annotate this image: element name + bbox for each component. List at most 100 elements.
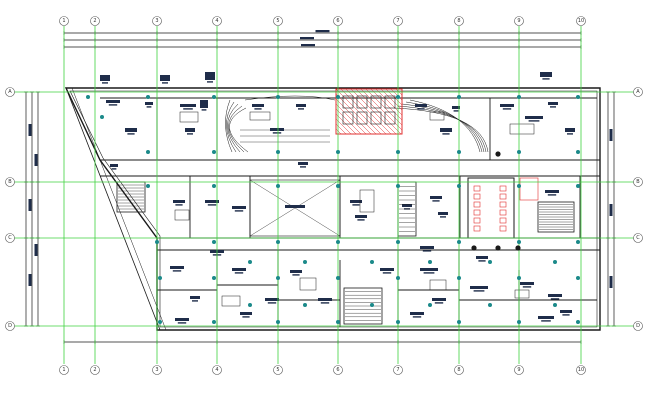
grid-bubble-left-A-label: A — [8, 89, 12, 95]
furniture — [221, 295, 241, 307]
room-label-sub — [550, 298, 560, 300]
column-marker — [517, 95, 521, 99]
column-marker — [428, 303, 432, 307]
room-label — [232, 206, 246, 209]
grid-bubble-left-B: B — [5, 177, 15, 187]
wc-fixture — [519, 177, 539, 201]
column-marker — [100, 115, 104, 119]
column-marker — [517, 184, 521, 188]
column-marker — [212, 150, 216, 154]
hatch-line — [370, 88, 403, 121]
grid-bubble-bottom-7-circle — [393, 365, 403, 375]
wc-fixture — [499, 185, 507, 192]
column-marker — [576, 240, 580, 244]
grid-bubble-bottom-10-label: 10 — [578, 367, 584, 373]
atrium-void — [249, 179, 341, 237]
column-marker — [517, 150, 521, 154]
column-marker — [276, 95, 280, 99]
dimension-text — [609, 276, 613, 288]
room-label — [240, 312, 252, 315]
hatched-area — [335, 88, 403, 135]
room-label — [170, 266, 184, 269]
column-marker — [517, 240, 521, 244]
column-marker — [457, 150, 461, 154]
column-marker — [303, 303, 307, 307]
room-label — [252, 104, 264, 107]
wc-fixture — [499, 209, 507, 216]
room-label — [432, 298, 446, 301]
seating-arc — [226, 101, 237, 153]
grid-bubble-bottom-5-circle — [273, 365, 283, 375]
wc-fixture — [473, 209, 481, 216]
grid-bubble-right-B-label: B — [636, 179, 640, 185]
room-label-sub — [382, 272, 392, 274]
room-label-sub — [528, 120, 540, 122]
room-label — [452, 106, 460, 109]
hatch-fixture — [342, 111, 354, 125]
grid-lines — [14, 26, 634, 364]
grid-bubble-right-A-label: A — [636, 89, 640, 95]
column-marker — [212, 184, 216, 188]
room-label — [298, 162, 308, 165]
furniture — [179, 111, 199, 123]
grid-bubble-right-C-label: C — [636, 235, 640, 241]
grid-bubble-left-B-circle — [5, 177, 15, 187]
column-marker — [248, 260, 252, 264]
grid-bubble-bottom-3: 3 — [152, 365, 162, 375]
room-label-sub — [234, 210, 244, 212]
column-marker — [146, 184, 150, 188]
riser-marker — [515, 245, 521, 251]
dimension-text — [300, 37, 314, 40]
column-marker — [276, 150, 280, 154]
room-label — [500, 104, 514, 107]
room-label-sub — [432, 200, 440, 202]
room-label — [410, 312, 424, 315]
grid-bubble-bottom-4: 4 — [212, 365, 222, 375]
room-label-sub — [434, 302, 444, 304]
furniture — [249, 111, 271, 121]
wc-fixture — [499, 225, 507, 232]
column-marker — [457, 95, 461, 99]
room-label — [318, 298, 332, 301]
grid-bubble-right-D-circle — [633, 321, 643, 331]
dimension-text — [609, 204, 613, 216]
grid-bubble-left-D-label: D — [8, 323, 12, 329]
grid-bubble-top-8: 8 — [454, 16, 464, 26]
room-label — [380, 268, 394, 271]
room-label — [145, 102, 153, 105]
hatch-line — [335, 88, 382, 135]
room-label — [110, 164, 118, 167]
seating-arc — [229, 107, 249, 153]
room-label — [350, 200, 362, 203]
wc-fixture — [473, 193, 481, 200]
room-label — [438, 212, 448, 215]
dimension-text — [28, 199, 32, 211]
room-label — [440, 128, 452, 132]
dimension-text — [609, 129, 613, 141]
room-label-sub — [562, 314, 570, 316]
grid-bubble-bottom-1-label: 1 — [62, 367, 65, 373]
service-core — [467, 177, 515, 239]
hatch-line — [345, 88, 392, 135]
room-label-sub — [111, 168, 117, 170]
column-marker — [146, 95, 150, 99]
room-label — [540, 72, 552, 77]
room-label-sub — [442, 133, 450, 135]
column-marker — [336, 320, 340, 324]
grid-bubble-top-10-label: 10 — [578, 18, 584, 24]
grid-bubble-right-B-circle — [633, 177, 643, 187]
grid-bubble-bottom-6-circle — [333, 365, 343, 375]
riser-marker — [495, 151, 501, 157]
grid-bubble-left-D-circle — [5, 321, 15, 331]
grid-bubble-bottom-4-label: 4 — [215, 367, 218, 373]
furniture — [359, 189, 375, 213]
grid-bubble-bottom-3-circle — [152, 365, 162, 375]
dimension-text — [34, 154, 38, 166]
hatch-line — [365, 88, 403, 126]
grid-bubble-bottom-8-circle — [454, 365, 464, 375]
room-label — [538, 316, 554, 319]
column-marker — [517, 320, 521, 324]
column-marker — [212, 240, 216, 244]
column-marker — [336, 95, 340, 99]
room-label — [476, 256, 488, 259]
